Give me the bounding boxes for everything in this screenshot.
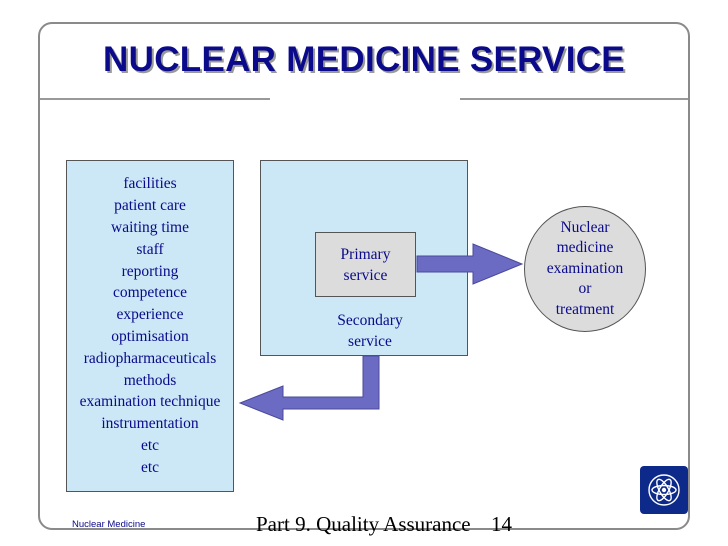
- outcome-text: examination: [546, 259, 624, 277]
- title-rule-right: [460, 98, 688, 100]
- footer-course-label: Nuclear Medicine: [72, 519, 146, 530]
- aspect-item: instrumentation: [101, 415, 199, 433]
- aspect-item: patient care: [114, 197, 186, 215]
- aspect-item: examination technique: [79, 393, 221, 411]
- footer-page-number: 14: [491, 512, 512, 536]
- footer-part-title: Part 9. Quality Assurance: [256, 512, 471, 536]
- arrow-secondary-to-aspects: [238, 355, 380, 421]
- aspect-item: reporting: [121, 262, 179, 280]
- aspect-item: experience: [116, 306, 184, 324]
- outcome-text: medicine: [556, 239, 614, 257]
- aspect-item: staff: [136, 240, 164, 258]
- aspect-item: facilities: [123, 175, 177, 193]
- aspect-item: competence: [112, 284, 187, 302]
- outcome-text: treatment: [555, 300, 615, 318]
- primary-service-label: Primary: [340, 245, 391, 263]
- slide-title: NUCLEAR MEDICINE SERVICE: [103, 40, 625, 79]
- arrow-primary-to-outcome: [416, 243, 524, 285]
- outcome-text: or: [578, 280, 592, 298]
- iaea-logo-icon: [640, 466, 688, 514]
- aspect-item: optimisation: [111, 328, 189, 345]
- outcome-text: Nuclear: [560, 218, 610, 236]
- outcome-circle: Nuclear medicine examination or treatmen…: [524, 206, 646, 332]
- secondary-service-text: service: [348, 333, 392, 350]
- secondary-service-text: Secondary: [337, 312, 403, 329]
- quality-aspects-box: facilities patient care waiting time sta…: [66, 160, 234, 492]
- secondary-service-label: Secondary service: [320, 310, 420, 352]
- primary-service-label: service: [343, 266, 388, 284]
- aspect-item: waiting time: [111, 219, 189, 237]
- title-rule-left: [40, 98, 270, 100]
- primary-service-box: Primary service: [315, 232, 416, 297]
- aspect-item: methods: [123, 371, 177, 389]
- aspect-item: etc: [140, 458, 160, 476]
- aspect-item: etc: [140, 436, 160, 454]
- aspect-item: radiopharmaceuticals: [83, 349, 217, 367]
